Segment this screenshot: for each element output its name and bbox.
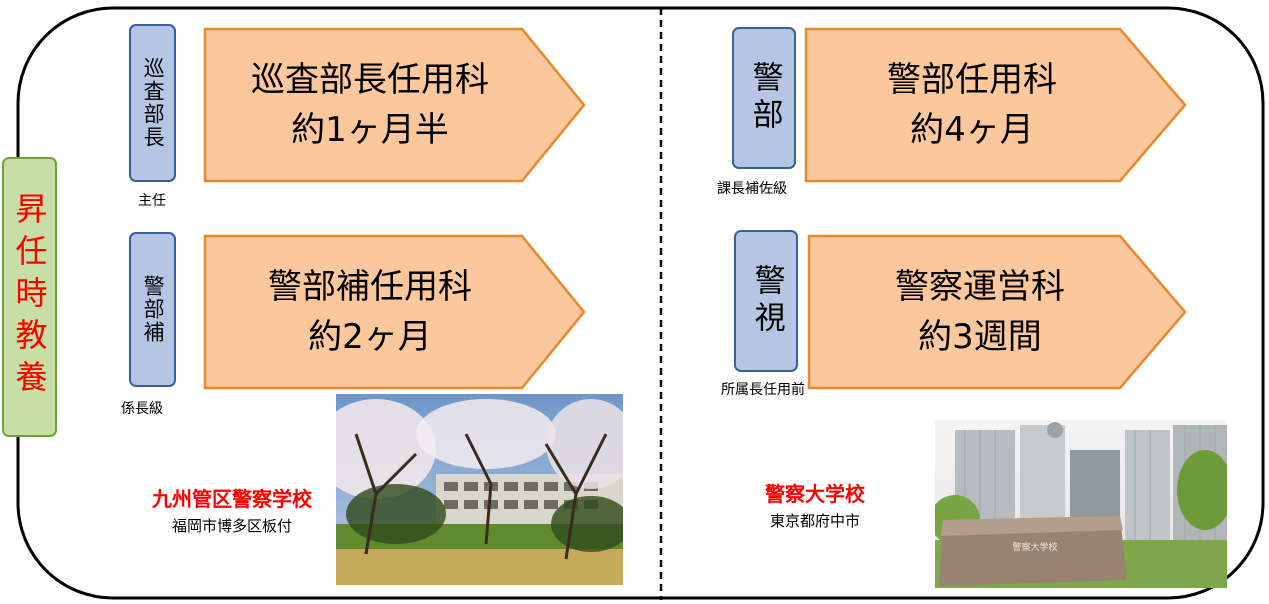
rank-box-sergeant: 巡査部長 [129,24,176,182]
course-box-3: 警部任用科 約4ヶ月 [812,55,1132,155]
arrow-shape-course-2 [203,234,586,390]
rank-box-inspector: 警部 [732,27,796,169]
rank-caption: 係長級 [121,401,163,417]
side-label: 昇任時教養 [2,157,57,437]
side-label-text: 昇任時教養 [10,192,49,402]
rank-box-superintendent: 警視 [734,230,798,372]
rank-label: 警部補 [141,275,166,344]
arrow-shape-course-4 [807,234,1187,390]
rank-box-assistant-inspector: 警部補 [129,232,176,387]
stone-inscription: 警察大学校 [1012,541,1057,553]
rank-label: 警視 [748,264,785,338]
course-box-2: 警部補任用科 約2ヶ月 [210,262,530,362]
school-name: 九州管区警察学校 [152,487,312,511]
rank-caption: 課長補佐級 [717,181,787,197]
rank-caption: 所属長任用前 [721,382,805,398]
course-name: 警部任用科 [887,60,1057,100]
course-duration: 約2ヶ月 [308,317,432,357]
course-name: 警部補任用科 [268,267,472,307]
course-duration: 約4ヶ月 [910,110,1034,150]
school-photo-kyushu [336,394,623,585]
school-location: 福岡市博多区板付 [171,517,292,535]
school-photo-academy: 警察大学校 [935,420,1227,588]
school-location: 東京都府中市 [769,512,860,530]
arrow-shape-course-1 [203,27,586,183]
arrow-shape-course-3 [804,27,1187,183]
rank-label: 巡査部長 [141,57,166,149]
course-box-4: 警察運営科 約3週間 [820,262,1140,362]
rank-label: 警部 [746,61,783,135]
school-name: 警察大学校 [765,482,865,506]
course-name: 警察運営科 [895,267,1065,307]
rank-caption: 主任 [138,193,166,209]
course-name: 巡査部長任用科 [251,60,489,100]
course-box-1: 巡査部長任用科 約1ヶ月半 [210,55,530,155]
course-duration: 約1ヶ月半 [291,110,449,150]
course-duration: 約3週間 [918,317,1042,357]
